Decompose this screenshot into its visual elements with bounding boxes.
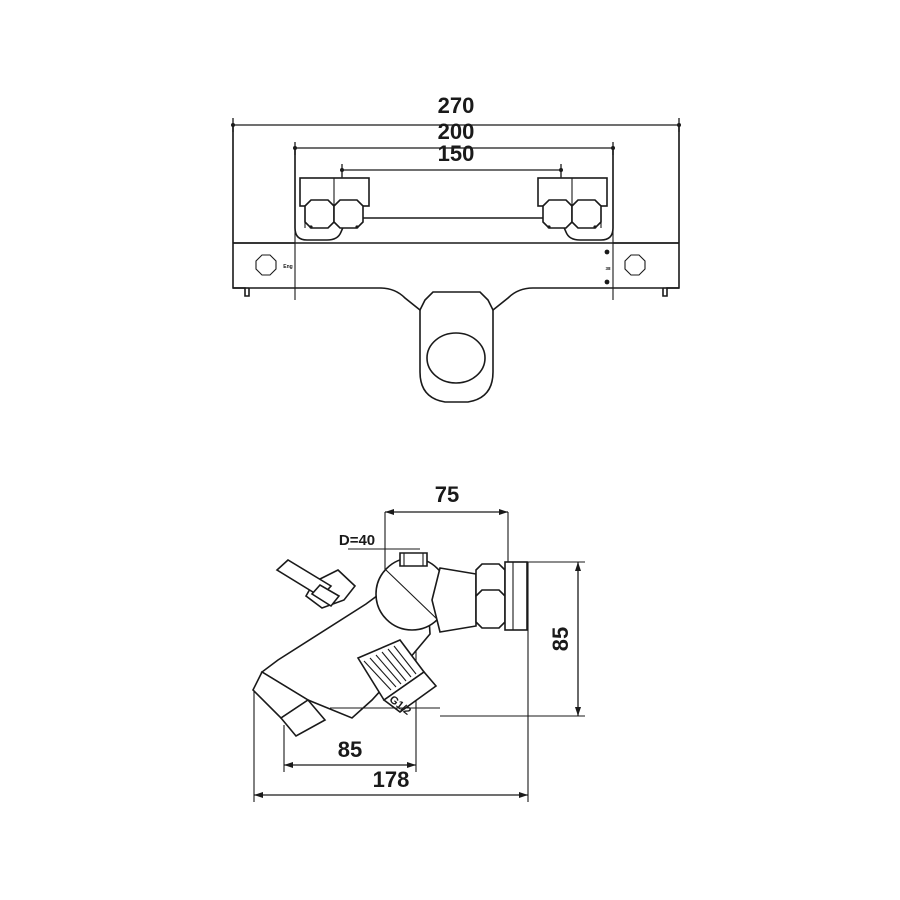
dimension-85-vertical-label: 85 bbox=[548, 627, 573, 651]
dimension-150-label: 150 bbox=[438, 141, 475, 166]
dimension-150: 150 bbox=[340, 141, 563, 177]
dimension-270-label: 270 bbox=[438, 93, 475, 118]
dimension-85-horizontal: 85 bbox=[283, 725, 416, 772]
thread-hatching bbox=[363, 645, 417, 691]
side-section-view: 75 85 85 bbox=[252, 482, 585, 802]
front-right-marking-label: 38 bbox=[605, 266, 611, 271]
front-main-body bbox=[294, 148, 614, 241]
front-left-marking: Eng bbox=[255, 254, 293, 276]
front-elevation-view: 270 200 150 bbox=[231, 93, 681, 403]
dimension-178-label: 178 bbox=[373, 767, 410, 792]
front-left-marking-label: Eng bbox=[283, 264, 292, 270]
dimension-75-label: 75 bbox=[435, 482, 459, 507]
dimension-85-horizontal-label: 85 bbox=[338, 737, 362, 762]
front-right-marking: 38 bbox=[604, 249, 646, 285]
handle-diameter-label: D=40 bbox=[339, 532, 375, 549]
handle-diameter-leader: D=40 bbox=[339, 532, 420, 550]
front-spout-outlet bbox=[419, 310, 494, 403]
dimension-270: 270 bbox=[231, 93, 681, 132]
front-body-housing bbox=[233, 242, 679, 312]
dimension-178: 178 bbox=[253, 562, 529, 802]
dimension-85-vertical: 85 bbox=[440, 561, 585, 717]
dimension-200-label: 200 bbox=[438, 119, 475, 144]
front-right-inlet bbox=[537, 177, 608, 229]
side-faucet-body bbox=[252, 552, 528, 738]
dimension-75: 75 bbox=[385, 482, 508, 515]
front-left-inlet bbox=[299, 177, 370, 229]
